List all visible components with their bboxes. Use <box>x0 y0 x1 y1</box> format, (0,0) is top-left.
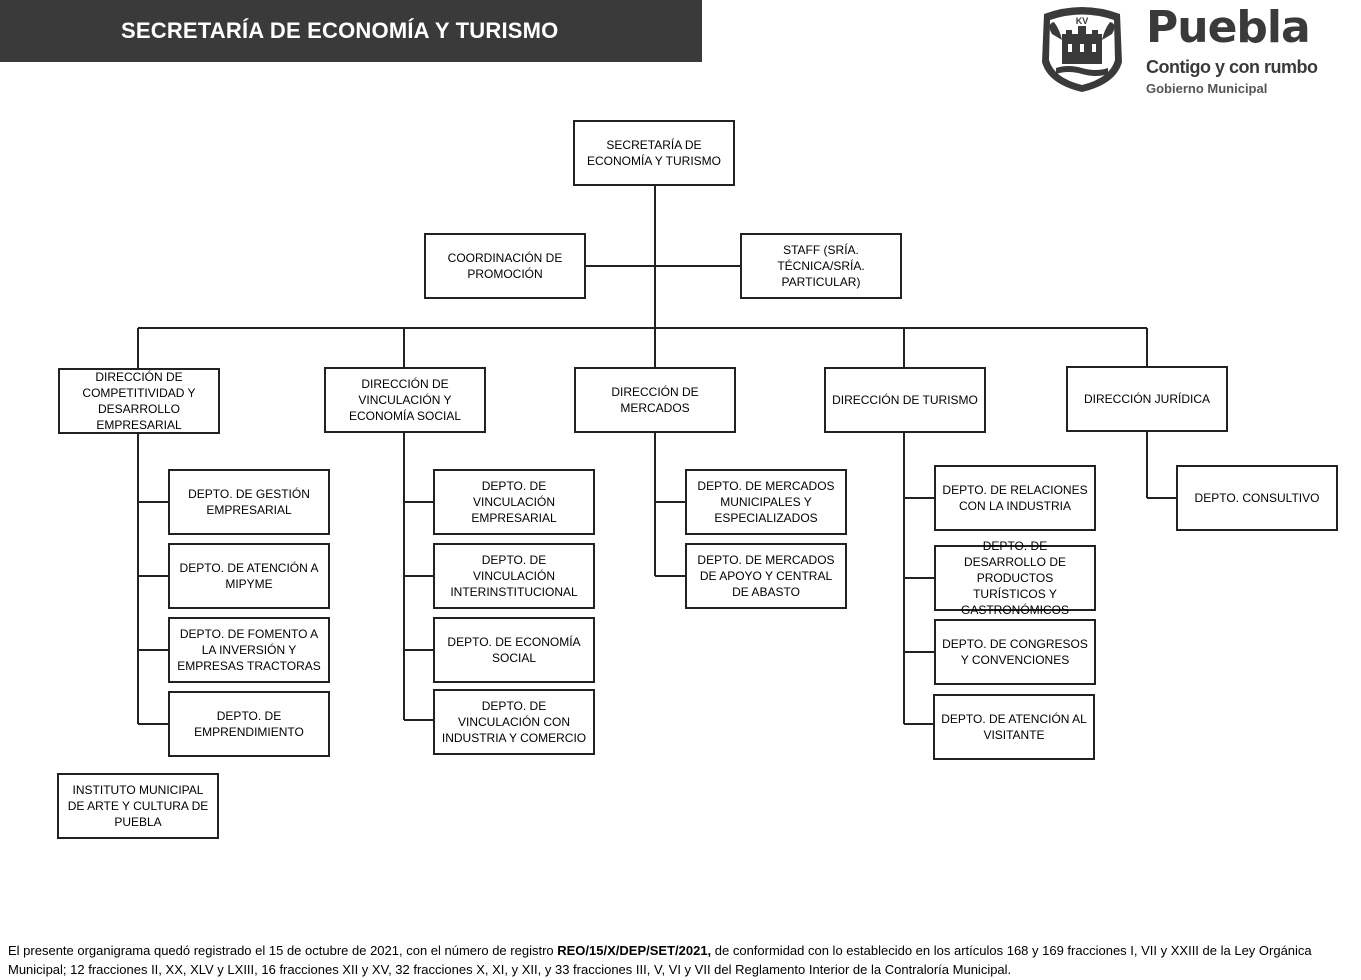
node-coordinacion-promocion: COORDINACIÓN DE PROMOCIÓN <box>424 233 586 299</box>
node-depto-vinculacion-interinstitucional: DEPTO. DE VINCULACIÓN INTERINSTITUCIONAL <box>433 543 595 609</box>
node-staff: STAFF (SRÍA. TÉCNICA/SRÍA. PARTICULAR) <box>740 233 902 299</box>
node-depto-emprendimiento: DEPTO. DE EMPRENDIMIENTO <box>168 691 330 757</box>
puebla-logo: KV Puebla Contigo y con rumbo Gobierno M… <box>1038 4 1338 100</box>
header-bar: SECRETARÍA DE ECONOMÍA Y TURISMO <box>0 0 702 62</box>
node-direccion-mercados: DIRECCIÓN DE MERCADOS <box>574 367 736 433</box>
registration-text: El presente organigrama quedó registrado… <box>8 943 558 958</box>
node-depto-congresos: DEPTO. DE CONGRESOS Y CONVENCIONES <box>934 619 1096 685</box>
node-direccion-juridica: DIRECCIÓN JURÍDICA <box>1066 366 1228 432</box>
node-depto-vinculacion-industria: DEPTO. DE VINCULACIÓN CON INDUSTRIA Y CO… <box>433 689 595 755</box>
node-depto-mercados-municipales: DEPTO. DE MERCADOS MUNICIPALES Y ESPECIA… <box>685 469 847 535</box>
node-depto-productos-turisticos: DEPTO. DE DESARROLLO DE PRODUCTOS TURÍST… <box>934 539 1096 617</box>
node-depto-gestion-empresarial: DEPTO. DE GESTIÓN EMPRESARIAL <box>168 469 330 535</box>
node-depto-vinculacion-empresarial: DEPTO. DE VINCULACIÓN EMPRESARIAL <box>433 469 595 535</box>
node-direccion-vinculacion: DIRECCIÓN DE VINCULACIÓN Y ECONOMÍA SOCI… <box>324 367 486 433</box>
node-instituto-arte-cultura: INSTITUTO MUNICIPAL DE ARTE Y CULTURA DE… <box>57 773 219 839</box>
node-direccion-turismo: DIRECCIÓN DE TURISMO <box>824 367 986 433</box>
node-depto-atencion-visitante: DEPTO. DE ATENCIÓN AL VISITANTE <box>933 694 1095 760</box>
brand-subtitle: Gobierno Municipal <box>1146 81 1268 96</box>
seal-letters: KV <box>1076 16 1089 26</box>
node-depto-relaciones-industria: DEPTO. DE RELACIONES CON LA INDUSTRIA <box>934 465 1096 531</box>
registration-legal-basis: de conformidad con lo establecido en los… <box>8 943 1312 977</box>
node-depto-mercados-apoyo: DEPTO. DE MERCADOS DE APOYO Y CENTRAL DE… <box>685 543 847 609</box>
node-direccion-competitividad: DIRECCIÓN DE COMPETITIVIDAD Y DESARROLLO… <box>58 368 220 434</box>
node-depto-atencion-mipyme: DEPTO. DE ATENCIÓN A MIPYME <box>168 543 330 609</box>
node-depto-fomento-inversion: DEPTO. DE FOMENTO A LA INVERSIÓN Y EMPRE… <box>168 617 330 683</box>
city-seal-icon: KV <box>1042 7 1122 92</box>
registration-note: El presente organigrama quedó registrado… <box>8 941 1358 979</box>
node-depto-economia-social: DEPTO. DE ECONOMÍA SOCIAL <box>433 617 595 683</box>
brand-name: Puebla <box>1146 2 1311 53</box>
registration-number: REO/15/X/DEP/SET/2021, <box>557 943 712 958</box>
brand-tagline: Contigo y con rumbo <box>1146 57 1318 77</box>
node-secretaria: SECRETARÍA DE ECONOMÍA Y TURISMO <box>573 120 735 186</box>
page-title: SECRETARÍA DE ECONOMÍA Y TURISMO <box>121 18 559 43</box>
node-depto-consultivo: DEPTO. CONSULTIVO <box>1176 465 1338 531</box>
